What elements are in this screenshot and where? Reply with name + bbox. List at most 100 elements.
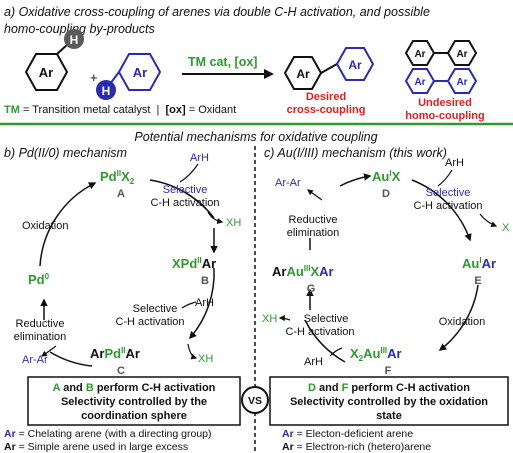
- c-box-rest: perform C-H activation: [348, 382, 470, 394]
- species-b-pd: Pd: [181, 256, 198, 271]
- panel-a-title-line1: a) Oxidative cross-coupling of arenes vi…: [4, 5, 430, 19]
- c-sel2-line1: Selective: [304, 313, 349, 325]
- species-a: PdIIX2: [100, 169, 135, 186]
- species-d-x: X: [392, 169, 401, 184]
- mechanisms-title: Potential mechanisms for oxidative coupl…: [134, 130, 377, 144]
- species-a-ox: II: [117, 169, 121, 178]
- c-note2: Ar = Electron-rich (hetero)arene: [282, 441, 431, 453]
- species-d-au: Au: [372, 169, 389, 184]
- reactant-1-bond: [56, 43, 69, 55]
- c-arh-bottom-arrow: [329, 347, 343, 357]
- label-f: F: [385, 365, 392, 377]
- panel-b: b) Pd(II/0) mechanism PdIIX2 A ArH Selec…: [4, 146, 241, 453]
- product-right-ar: Ar: [348, 58, 362, 72]
- cycle-c-arc-e-to-f: [438, 284, 479, 351]
- species-g-au: Au: [286, 264, 303, 279]
- pd0-symbol: Pd: [28, 272, 45, 287]
- c-sel2-line2: C-H activation: [285, 326, 354, 338]
- homo-black-right-hexagon: [446, 40, 478, 66]
- c-box-line1: D and F perform C-H activation: [308, 382, 470, 394]
- legend-ox: [ox]: [166, 104, 187, 116]
- c-note1-ar: Ar: [282, 428, 294, 440]
- homo-product-blue: Ar Ar: [404, 68, 478, 94]
- b-note2: Ar = Simple arene used in large excess: [4, 441, 188, 453]
- b-xh1-arrow: [207, 211, 224, 224]
- b-product-arrow: [41, 345, 57, 357]
- panel-c-title: c) Au(I/III) mechanism (this work): [264, 146, 447, 160]
- species-f: X2AuIIIAr: [350, 346, 402, 363]
- b-note1-text: = Chelating arene (with a directing grou…: [16, 428, 212, 440]
- b-note2-ar: Ar: [4, 441, 16, 453]
- species-d: AuIX: [372, 169, 401, 184]
- species-g: ArAuIIIXAr: [272, 264, 334, 279]
- homo-black-left-ar: Ar: [414, 49, 425, 60]
- homo-black-left-hexagon: [404, 40, 436, 66]
- b-arh-mid: ArH: [195, 297, 214, 309]
- reactant-1-h: H: [70, 33, 79, 47]
- species-e-au: Au: [462, 256, 479, 271]
- c-note2-ar: Ar: [282, 441, 294, 453]
- c-xh1: X: [502, 222, 510, 234]
- c-oxidation: Oxidation: [439, 316, 485, 328]
- cycle-b-arc-c-to-pd0: [49, 351, 93, 367]
- species-g-ox: III: [304, 264, 311, 273]
- panel-c: c) Au(I/III) mechanism (this work) Ar-Ar…: [262, 146, 510, 453]
- homo-blue-left-hexagon: [404, 68, 436, 94]
- undesired-label-line1: Undesired: [418, 97, 472, 109]
- b-sel1-line1: Selective: [163, 184, 208, 196]
- b-box-b: B: [86, 382, 94, 394]
- product-right-hexagon: [335, 47, 375, 81]
- c-note1-text: = Electon-deficient arene: [294, 428, 414, 440]
- species-f-ar: Ar: [387, 346, 401, 361]
- species-g-ar1: Ar: [272, 264, 286, 279]
- reactant-2-h-ball: [96, 80, 116, 100]
- b-note1-ar: Ar: [4, 428, 16, 440]
- c-note2-text: = Electron-rich (hetero)arene: [294, 441, 432, 453]
- cycle-c-arc-top: [339, 173, 372, 187]
- c-note1: Ar = Electon-deficient arene: [282, 428, 413, 440]
- c-red-line2: elimination: [287, 227, 340, 239]
- c-product: Ar-Ar: [275, 177, 301, 189]
- c-xh2-arrow: [278, 315, 291, 322]
- species-f-ox: III: [380, 346, 387, 355]
- plus-sign: +: [90, 70, 98, 85]
- reaction-conditions: TM cat, [ox]: [188, 55, 257, 69]
- panel-a: a) Oxidative cross-coupling of arenes vi…: [0, 5, 513, 126]
- species-a-x: X: [121, 169, 130, 184]
- species-c-ar2: Ar: [126, 346, 140, 361]
- species-c-pd: Pd: [104, 346, 121, 361]
- cycle-b-arc-a-to-b: [149, 179, 215, 219]
- label-b: B: [201, 275, 209, 287]
- c-arh-top: ArH: [445, 157, 464, 169]
- species-c-ar1: Ar: [90, 346, 104, 361]
- product-left-hexagon: [283, 56, 323, 90]
- species-b: XPdIIAr: [172, 256, 216, 271]
- undesired-label-line2: homo-coupling: [405, 110, 484, 122]
- b-note2-text: = Simple arene used in large excess: [16, 441, 188, 453]
- species-b-ar: Ar: [202, 256, 216, 271]
- c-arh-top-arrow: [437, 169, 453, 187]
- b-box-line2: Selectivity controlled by the: [61, 396, 207, 408]
- species-f-sub: 2: [359, 354, 364, 363]
- b-product: Ar-Ar: [22, 354, 48, 366]
- species-e-ox: I: [479, 256, 481, 265]
- product-bond: [320, 63, 338, 74]
- panel-a-legend: TM = Transition metal catalyst | [ox] = …: [4, 104, 236, 116]
- vs-circle: [241, 386, 269, 414]
- c-box-and: and: [316, 382, 342, 394]
- reactant-2: Ar H: [96, 53, 162, 100]
- legend-tm: TM: [4, 104, 20, 116]
- vs-label: VS: [248, 395, 262, 407]
- species-g-ar2: Ar: [319, 264, 333, 279]
- species-g-x: X: [310, 264, 319, 279]
- homo-black-right-ar: Ar: [456, 49, 467, 60]
- reactant-2-ar: Ar: [133, 65, 147, 80]
- c-red-line1: Reductive: [289, 214, 338, 226]
- species-e: AuIAr: [462, 256, 496, 271]
- pd0-ox: 0: [45, 272, 50, 281]
- b-xh2-arrow: [187, 343, 198, 360]
- label-c: C: [117, 365, 125, 377]
- c-product-text: Ar-Ar: [275, 177, 301, 189]
- c-box-line2: Selectivity controlled by the oxidation: [290, 396, 488, 408]
